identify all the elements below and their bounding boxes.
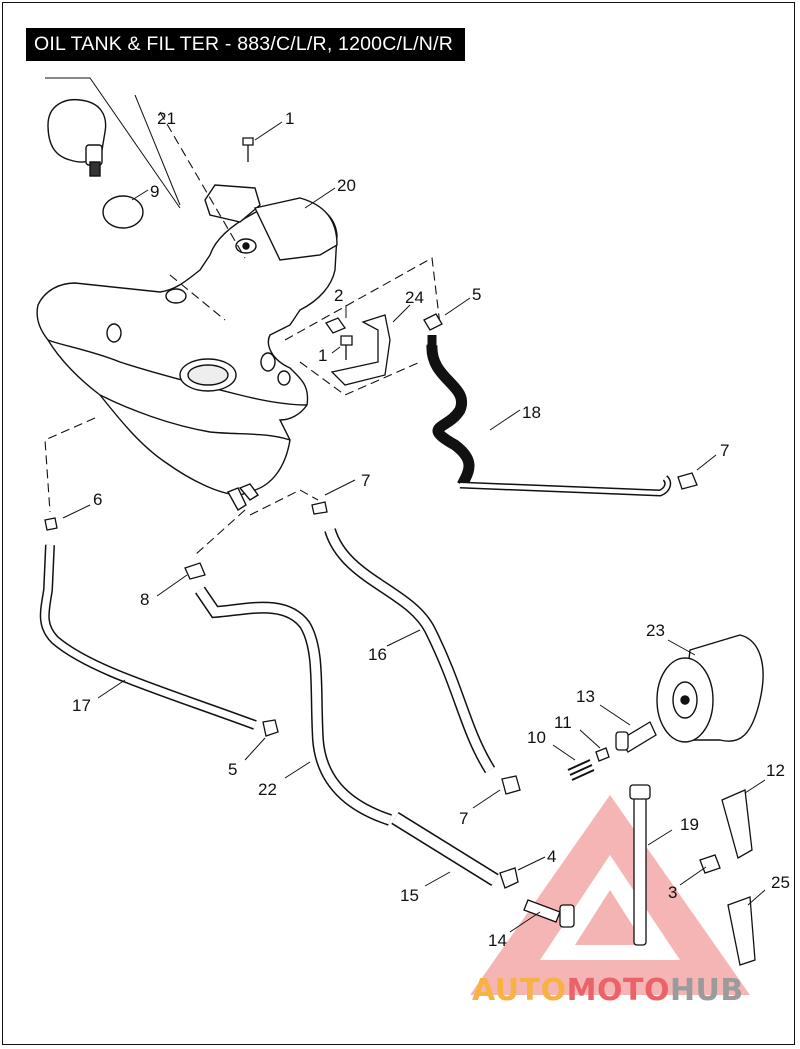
callout-18: 18 [522, 403, 541, 422]
callout-6: 6 [93, 490, 102, 509]
callout-1-lower: 1 [318, 346, 327, 365]
callout-14: 14 [488, 931, 507, 950]
callout-7-lower: 7 [459, 809, 468, 828]
callout-17: 17 [72, 696, 91, 715]
callout-7-center: 7 [361, 471, 370, 490]
callout-5-lower: 5 [228, 760, 237, 779]
callout-10: 10 [527, 728, 546, 747]
callout-8: 8 [140, 590, 149, 609]
callout-labels: 1 21 9 20 2 1 24 5 18 7 7 6 8 17 5 16 22… [72, 109, 790, 950]
callout-21: 21 [157, 109, 176, 128]
callout-12: 12 [766, 761, 785, 780]
callout-4: 4 [547, 847, 556, 866]
callout-7-right: 7 [720, 441, 729, 460]
callout-13: 13 [576, 687, 595, 706]
callout-9: 9 [150, 182, 159, 201]
hose-22 [184, 562, 519, 889]
hose-16 [311, 501, 521, 795]
callout-25: 25 [771, 873, 790, 892]
svg-text:AUTOMOTOHUB: AUTOMOTOHUB [472, 973, 744, 1008]
filler-cap [45, 77, 181, 229]
dashed-leaders [44, 111, 441, 556]
callout-3: 3 [668, 883, 677, 902]
callout-19: 19 [680, 815, 699, 834]
callout-11: 11 [554, 713, 572, 732]
oil-tank [36, 184, 338, 511]
callout-23: 23 [646, 621, 665, 640]
oil-filter [656, 634, 764, 743]
watermark-auto: AUTO [472, 973, 567, 1008]
callout-16: 16 [368, 645, 387, 664]
hose-17 [39, 517, 279, 737]
callout-leaders [62, 121, 766, 933]
callout-5-top: 5 [472, 285, 481, 304]
hose-18 [426, 335, 698, 497]
page-title: OIL TANK & FIL TER - 883/C/L/R, 1200C/L/… [26, 28, 465, 61]
filter-adapter [567, 721, 657, 781]
callout-1-top: 1 [285, 109, 294, 128]
bracket-hardware [242, 137, 443, 386]
watermark-logo: AUTOMOTOHUB [470, 795, 750, 1008]
callout-20: 20 [337, 176, 356, 195]
fitting-14 [523, 899, 575, 928]
watermark-moto: MOTO [567, 973, 670, 1008]
watermark-hub: HUB [670, 973, 744, 1008]
callout-2: 2 [334, 286, 343, 305]
callout-22: 22 [258, 780, 277, 799]
filter-mount-hardware [629, 784, 756, 966]
callout-15: 15 [400, 886, 419, 905]
callout-24: 24 [405, 288, 424, 307]
